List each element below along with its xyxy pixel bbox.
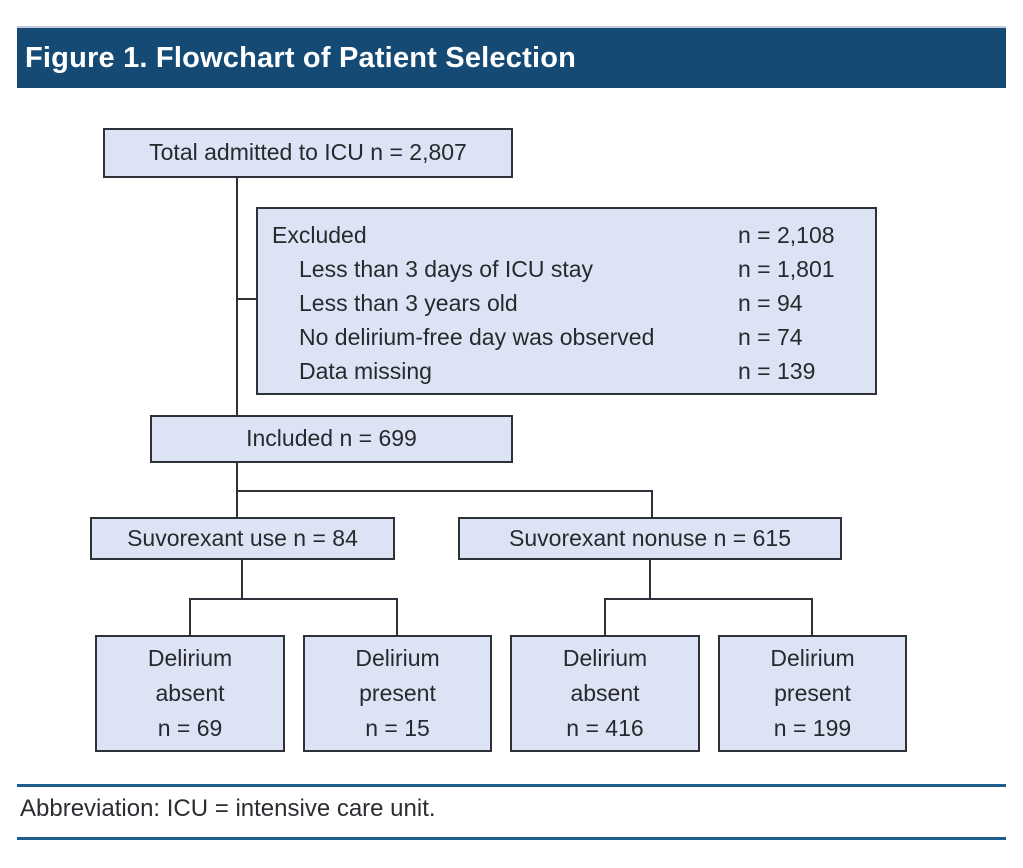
leaf-line: absent: [155, 680, 225, 706]
excluded-row: Less than 3 years old n = 94: [272, 286, 875, 320]
footer-rule-top: [17, 784, 1006, 787]
excluded-row-label: Excluded: [272, 222, 367, 248]
connector-total-to-included: [236, 178, 238, 415]
leaf-line: Delirium: [355, 645, 440, 671]
connector-to-leaf3: [604, 598, 606, 635]
figure-title: Figure 1. Flowchart of Patient Selection: [25, 41, 577, 74]
excluded-row: Excluded n = 2,108: [272, 218, 875, 252]
leaf-count: n = 15: [365, 715, 430, 741]
leaf-line: Delirium: [147, 645, 233, 671]
connector-to-nonuse: [651, 490, 653, 517]
box-delirium-present-use: Delirium present n = 15: [303, 635, 492, 752]
box-delirium-present-nonuse: Delirium present n = 199: [718, 635, 907, 752]
figure-title-bar: Figure 1. Flowchart of Patient Selection: [17, 26, 1006, 88]
leaf-line: present: [359, 680, 436, 706]
leaf-count: n = 416: [566, 715, 644, 741]
box-suvorexant-nonuse-label: Suvorexant nonuse n = 615: [509, 524, 791, 551]
excluded-row-label: Less than 3 years old: [299, 290, 518, 316]
connector-to-leaf2: [396, 598, 398, 635]
box-total-admitted-label: Total admitted to ICU n = 2,807: [149, 139, 467, 166]
excluded-row-value: n = 139: [738, 358, 816, 384]
connector-to-excluded: [236, 298, 258, 300]
excluded-row-value: n = 74: [738, 324, 803, 350]
connector-use-split-horizontal: [189, 598, 398, 600]
box-suvorexant-use-label: Suvorexant use n = 84: [127, 524, 358, 551]
leaf-count: n = 69: [157, 715, 223, 741]
excluded-row-label: No delirium-free day was observed: [299, 324, 655, 350]
excluded-row-label: Less than 3 days of ICU stay: [299, 256, 594, 282]
connector-nonuse-split-horizontal: [604, 598, 813, 600]
box-suvorexant-use: Suvorexant use n = 84: [90, 517, 395, 560]
leaf-line: Delirium: [770, 645, 855, 671]
box-total-admitted: Total admitted to ICU n = 2,807: [103, 128, 513, 178]
connector-branch-horizontal: [236, 490, 653, 492]
excluded-row: Less than 3 days of ICU stay n = 1,801: [272, 252, 875, 286]
excluded-row-label: Data missing: [299, 358, 432, 384]
box-suvorexant-nonuse: Suvorexant nonuse n = 615: [458, 517, 842, 560]
footer-rule-bottom: [17, 837, 1006, 840]
leaf-count: n = 199: [773, 715, 852, 741]
box-delirium-absent-use: Delirium absent n = 69: [95, 635, 285, 752]
excluded-row-value: n = 94: [738, 290, 803, 316]
leaf-line: Delirium: [562, 645, 648, 671]
leaf-line: present: [774, 680, 851, 706]
connector-nonuse-down: [649, 560, 651, 600]
excluded-row-value: n = 1,801: [738, 256, 835, 282]
excluded-row: No delirium-free day was observed n = 74: [272, 320, 875, 354]
box-included: Included n = 699: [150, 415, 513, 463]
connector-to-leaf4: [811, 598, 813, 635]
connector-use-down: [241, 560, 243, 600]
box-excluded: Excluded n = 2,108 Less than 3 days of I…: [256, 207, 877, 395]
excluded-row-value: n = 2,108: [738, 222, 835, 248]
connector-to-leaf1: [189, 598, 191, 635]
excluded-row: Data missing n = 139: [272, 354, 875, 388]
abbreviation-note: Abbreviation: ICU = intensive care unit.: [20, 795, 436, 822]
leaf-line: absent: [570, 680, 640, 706]
box-included-label: Included n = 699: [246, 425, 417, 452]
box-delirium-absent-nonuse: Delirium absent n = 416: [510, 635, 700, 752]
